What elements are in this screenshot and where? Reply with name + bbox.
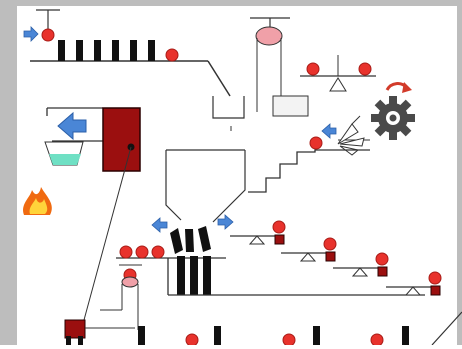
seesaw-weight[interactable]: [275, 235, 284, 244]
seesaw-weight[interactable]: [326, 252, 335, 261]
domino[interactable]: [177, 256, 185, 295]
gear-icon[interactable]: [371, 96, 415, 140]
seesaw-weight[interactable]: [431, 286, 440, 295]
seesaw-ball[interactable]: [273, 221, 285, 233]
seesaw-ball[interactable]: [376, 253, 388, 265]
scale-ball-left[interactable]: [307, 63, 319, 75]
bottom-pole: [313, 326, 320, 345]
domino[interactable]: [76, 40, 83, 61]
seesaw-ball[interactable]: [324, 238, 336, 250]
bottom-pole: [214, 326, 221, 345]
domino[interactable]: [94, 40, 101, 61]
domino[interactable]: [148, 40, 155, 61]
water-cup[interactable]: [49, 154, 81, 165]
center-ball-1[interactable]: [120, 246, 132, 258]
scale-ball-right[interactable]: [359, 63, 371, 75]
domino[interactable]: [58, 40, 65, 61]
center-ball-2[interactable]: [136, 246, 148, 258]
bottom-pole: [138, 326, 145, 345]
bottom-ball[interactable]: [186, 334, 198, 345]
pulley-wheel[interactable]: [256, 27, 282, 45]
bottom-ball[interactable]: [283, 334, 295, 345]
stair-ball[interactable]: [310, 137, 322, 149]
center-ball-3[interactable]: [152, 246, 164, 258]
top-shelf-ball[interactable]: [166, 49, 178, 61]
pendulum-ball[interactable]: [42, 29, 54, 41]
red-door[interactable]: [103, 108, 140, 171]
weight-box[interactable]: [273, 96, 308, 116]
domino[interactable]: [130, 40, 137, 61]
bottom-pole: [402, 326, 409, 345]
seesaw-weight[interactable]: [378, 267, 387, 276]
bottom-ball[interactable]: [371, 334, 383, 345]
seesaw-ball[interactable]: [429, 272, 441, 284]
domino[interactable]: [112, 40, 119, 61]
domino[interactable]: [190, 256, 198, 295]
domino[interactable]: [203, 256, 211, 295]
